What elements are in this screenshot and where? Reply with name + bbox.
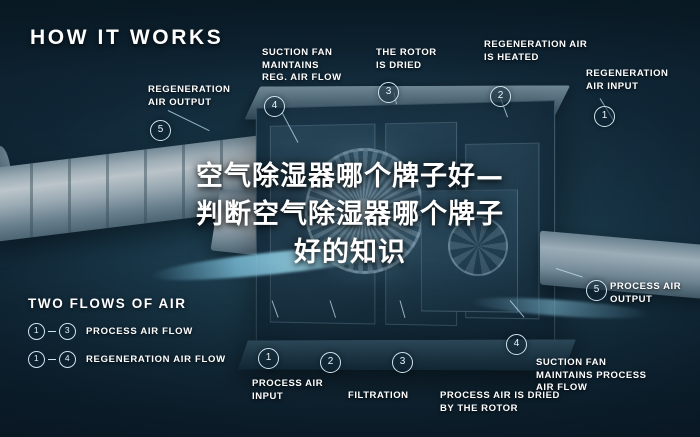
callout-label-filtration: FILTRATION xyxy=(348,390,438,403)
callout-badge-4-suction-fan-reg[interactable]: 4 xyxy=(264,96,285,117)
legend-markers-process: 1 3 xyxy=(28,323,76,340)
legend: TWO FLOWS OF AIR 1 3 PROCESS AIR FLOW 1 … xyxy=(28,296,226,379)
legend-badge-to: 3 xyxy=(59,323,76,340)
callout-label-regeneration-air-heated: REGENERATION AIR IS HEATED xyxy=(484,39,608,64)
legend-row-regeneration-air: 1 4 REGENERATION AIR FLOW xyxy=(28,351,226,368)
legend-badge-to: 4 xyxy=(59,351,76,368)
legend-badge-from: 1 xyxy=(28,351,45,368)
callout-badge-2-filtration[interactable]: 2 xyxy=(320,352,341,373)
callout-label-process-air-output: PROCESS AIR OUTPUT xyxy=(610,281,700,306)
callout-badge-4-suction-fan-process[interactable]: 4 xyxy=(506,334,527,355)
overlay-line-3: 好的知识 xyxy=(0,234,700,272)
callout-badge-1-process-input[interactable]: 1 xyxy=(258,348,279,369)
page-title: HOW IT WORKS xyxy=(30,26,223,50)
overlay-line-2: 判断空气除湿器哪个牌子 xyxy=(0,196,700,234)
legend-label-process-air-flow: PROCESS AIR FLOW xyxy=(86,326,193,337)
callout-label-regeneration-air-output: REGENERATION AIR OUTPUT xyxy=(148,84,260,109)
legend-dash xyxy=(48,331,56,332)
legend-markers-regen: 1 4 xyxy=(28,351,76,368)
legend-label-regeneration-air-flow: REGENERATION AIR FLOW xyxy=(86,354,226,365)
legend-heading: TWO FLOWS OF AIR xyxy=(28,296,226,311)
callout-label-suction-fan-reg: SUCTION FAN MAINTAINS REG. AIR FLOW xyxy=(262,47,382,85)
legend-row-process-air: 1 3 PROCESS AIR FLOW xyxy=(28,323,226,340)
callout-badge-3-rotor-dried[interactable]: 3 xyxy=(378,82,399,103)
legend-dash xyxy=(48,359,56,360)
overlay-line-1: 空气除湿器哪个牌子好— xyxy=(0,158,700,196)
callout-badge-5-process-output[interactable]: 5 xyxy=(586,280,607,301)
leader-line xyxy=(168,110,210,131)
callout-label-suction-fan-process: SUCTION FAN MAINTAINS PROCESS AIR FLOW xyxy=(536,357,684,395)
callout-label-rotor-dried: THE ROTOR IS DRIED xyxy=(376,47,476,72)
callout-badge-3-process-dried[interactable]: 3 xyxy=(392,352,413,373)
callout-label-process-air-input: PROCESS AIR INPUT xyxy=(252,378,356,403)
callout-badge-1-regen-input[interactable]: 1 xyxy=(594,106,615,127)
overlay-headline: 空气除湿器哪个牌子好— 判断空气除湿器哪个牌子 好的知识 xyxy=(0,158,700,272)
callout-label-regeneration-air-input: REGENERATION AIR INPUT xyxy=(586,68,694,93)
callout-badge-5-regen-output[interactable]: 5 xyxy=(150,120,171,141)
legend-badge-from: 1 xyxy=(28,323,45,340)
callout-badge-2-regen-heated[interactable]: 2 xyxy=(490,86,511,107)
